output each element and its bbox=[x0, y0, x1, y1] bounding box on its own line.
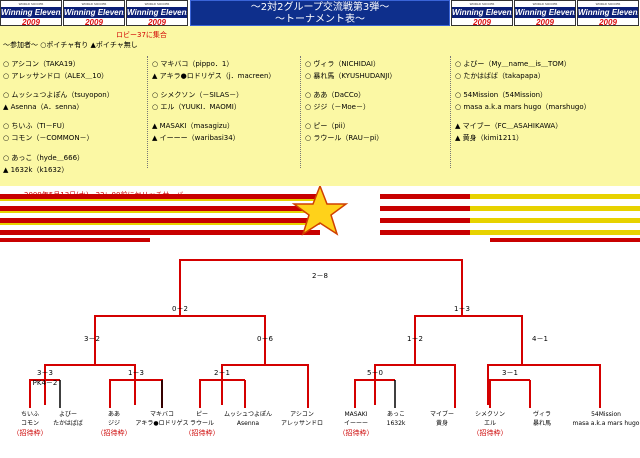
r1-score: 3－3 bbox=[37, 369, 53, 377]
team-entry: ▲ マイブー（FC＿ASAHIKAWA）▲ 黄身（kimi1211） bbox=[455, 122, 563, 142]
svg-text:1632k: 1632k bbox=[387, 420, 406, 427]
entrant: MASAKI イーーー（招待枠） bbox=[339, 411, 374, 437]
svg-text:（招待枠）: （招待枠） bbox=[473, 428, 508, 437]
team-entry: ○ よびー（My＿name＿is＿TOM）○ たかはばば（takapapa） bbox=[455, 60, 571, 80]
svg-text:アレッサンドロ: アレッサンドロ bbox=[281, 420, 323, 427]
gather-note: ロビー37に集合 bbox=[116, 31, 167, 39]
team-entry: ○ ヴィラ（NICHIDAI）○ 暴れ馬（KYUSHUDANJI） bbox=[305, 60, 397, 80]
svg-text:黄身: 黄身 bbox=[436, 419, 448, 427]
team-entry: ○ アシコン（TAKA19）○ アレッサンドロ（ALEX＿10） bbox=[3, 60, 109, 80]
team-entry: ○ ああ（DaCCo）○ ジジ（－Moe－） bbox=[305, 91, 370, 111]
entrant: 54Mission masa a.k.a mars hugo bbox=[573, 411, 640, 427]
semi-left-score: 0－2 bbox=[172, 305, 188, 313]
svg-text:masa a.k.a mars hugo: masa a.k.a mars hugo bbox=[573, 420, 640, 427]
entrant: ムッシュつよぽん Asenna bbox=[224, 410, 272, 427]
final-score: 2－8 bbox=[312, 272, 328, 280]
team-entry: ○ ちいふ（TI－FU）○ コモン（－COMMON－） bbox=[3, 122, 94, 142]
svg-text:（招待枠）: （招待枠） bbox=[13, 428, 48, 437]
qf-score: 0－6 bbox=[257, 335, 273, 343]
title-banner: ～2対2グループ交流戦第3弾～ ～トーナメント表～ bbox=[190, 0, 450, 26]
svg-text:マイブー: マイブー bbox=[430, 410, 454, 418]
stripe-banner bbox=[0, 186, 640, 246]
r1-score: 1－3 bbox=[128, 369, 144, 377]
column-divider bbox=[450, 56, 451, 168]
team-entry: ○ あっこ（hyde＿666）▲ 1632k（k1632） bbox=[3, 154, 85, 174]
event-date: 2009年5月13日(水) 22：00前にヤリッチサーバー bbox=[24, 191, 191, 199]
left-stripes bbox=[0, 194, 320, 242]
svg-text:54Mission: 54Mission bbox=[591, 411, 621, 418]
participants-legend: ～参加者～ ○ポイチャ有り ▲ポイチャ無し bbox=[3, 41, 138, 49]
svg-text:たかはばば: たかはばば bbox=[53, 419, 83, 427]
team-entry: ○ ピー（pii）○ ラウール（RAU－pi） bbox=[305, 122, 384, 142]
column-divider bbox=[300, 56, 301, 168]
team-entry: ○ ムッシュつよぽん（tsuyopon）▲ Asenna（A．senna） bbox=[3, 91, 114, 111]
svg-text:あっこ: あっこ bbox=[387, 411, 405, 418]
svg-text:MASAKI: MASAKI bbox=[344, 411, 367, 418]
svg-text:（招待枠）: （招待枠） bbox=[97, 428, 132, 437]
star-icon bbox=[291, 186, 349, 236]
svg-text:Asenna: Asenna bbox=[237, 420, 260, 427]
svg-text:ちいふ: ちいふ bbox=[21, 411, 39, 418]
svg-text:ああ: ああ bbox=[108, 411, 120, 418]
team-entry: ○ マキバコ（pippo．1）▲ アキラ●ロドリゲス（j．macreen） bbox=[152, 60, 276, 80]
svg-text:ラウール: ラウール bbox=[190, 419, 214, 427]
r1-score: 2－1 bbox=[214, 369, 230, 377]
column-divider bbox=[147, 56, 148, 168]
svg-text:（招待枠）: （招待枠） bbox=[185, 428, 220, 437]
svg-text:ムッシュつよぽん: ムッシュつよぽん bbox=[224, 410, 272, 418]
svg-text:ヴィラ: ヴィラ bbox=[533, 410, 551, 418]
title-line-2: ～トーナメント表～ bbox=[275, 14, 365, 25]
svg-text:イーーー: イーーー bbox=[344, 420, 368, 427]
qf-score: 1－2 bbox=[407, 335, 423, 343]
svg-text:ピー: ピー bbox=[196, 411, 208, 418]
tournament-bracket: 2－8 0－2 1－3 3－2 0－6 1－2 4－1 3－3 PK4－2 1－… bbox=[0, 257, 640, 458]
svg-text:コモン: コモン bbox=[21, 420, 39, 427]
r1-score: 5－0 bbox=[367, 369, 383, 377]
team-entry: ▲ MASAKI（masagizu）▲ イーーー（waribasi34） bbox=[152, 122, 240, 142]
r1-score: 3－1 bbox=[502, 369, 518, 377]
team-entry: ○ 54Mission（54Mission）○ masa a.k.a mars … bbox=[455, 91, 591, 111]
pk-score: PK4－2 bbox=[33, 379, 58, 387]
team-entry: ○ シメクソン（－SILAS－）○ エル（YUUKI．MAOMI） bbox=[152, 91, 244, 111]
right-stripes bbox=[380, 194, 640, 242]
svg-text:ジジ: ジジ bbox=[108, 420, 120, 427]
svg-text:エル: エル bbox=[484, 420, 496, 427]
svg-text:シメクソン: シメクソン bbox=[475, 411, 505, 418]
svg-text:マキバコ: マキバコ bbox=[150, 411, 174, 418]
svg-text:（招待枠）: （招待枠） bbox=[339, 428, 374, 437]
svg-text:暴れ馬: 暴れ馬 bbox=[533, 420, 551, 427]
qf-score: 3－2 bbox=[84, 335, 100, 343]
title-line-1: ～2対2グループ交流戦第3弾～ bbox=[250, 2, 390, 13]
entrant: あっこ 1632k bbox=[387, 411, 406, 427]
semi-right-score: 1－3 bbox=[454, 305, 470, 313]
svg-text:アシコン: アシコン bbox=[290, 411, 314, 418]
svg-text:よびー: よびー bbox=[59, 410, 77, 418]
qf-score: 4－1 bbox=[532, 335, 548, 343]
participants-panel bbox=[0, 26, 640, 190]
svg-text:アキラ●ロドリゲス: アキラ●ロドリゲス bbox=[135, 419, 188, 427]
